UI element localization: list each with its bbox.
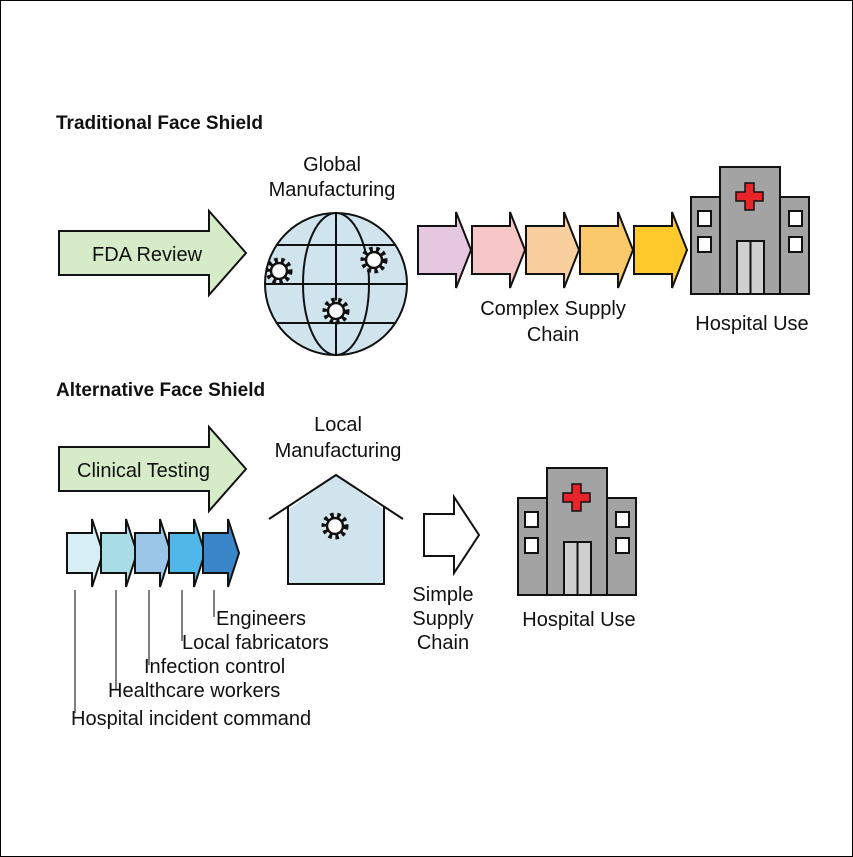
- stakeholder-arrow-1: [66, 518, 105, 588]
- stakeholder-label-hospital-incident-command: Hospital incident command: [71, 708, 311, 730]
- fda-review-label: FDA Review: [92, 244, 203, 266]
- supply-arrow-3: [525, 211, 581, 289]
- red-cross-icon: [735, 182, 764, 211]
- gear-icon: [326, 301, 347, 322]
- stakeholder-arrow-2: [100, 518, 139, 588]
- stakeholder-leader-lines: [74, 590, 215, 713]
- hospital-use-label-1: Hospital Use: [695, 313, 808, 335]
- stakeholder-label-infection-control: Infection control: [144, 656, 285, 678]
- local-label-line1: Local: [314, 414, 362, 436]
- fda-review-arrow: FDA Review: [58, 208, 248, 298]
- supply-arrow-2: [471, 211, 527, 289]
- simple-supply-label-line2: Supply: [412, 608, 473, 630]
- stakeholder-arrow-5: [202, 518, 241, 588]
- stakeholder-arrows: [66, 518, 241, 588]
- simple-supply-chain-arrow: [423, 493, 481, 577]
- global-label-line2: Manufacturing: [269, 179, 396, 201]
- complex-supply-label-line1: Complex Supply: [480, 298, 626, 320]
- clinical-testing-label: Clinical Testing: [77, 460, 210, 482]
- hospital-building-icon: [690, 166, 810, 295]
- supply-arrow-5: [633, 211, 689, 289]
- supply-arrow-1: [417, 211, 473, 289]
- supply-arrow-4: [579, 211, 635, 289]
- gear-icon: [269, 261, 290, 282]
- red-cross-icon: [562, 483, 591, 512]
- simple-supply-label-line1: Simple: [412, 584, 473, 606]
- stakeholder-label-healthcare-workers: Healthcare workers: [108, 680, 280, 702]
- local-label-line2: Manufacturing: [275, 440, 402, 462]
- hospital-building-icon: [517, 467, 637, 596]
- global-label-line1: Global: [303, 154, 361, 176]
- traditional-heading: Traditional Face Shield: [56, 113, 263, 134]
- clinical-testing-arrow: Clinical Testing: [58, 424, 248, 514]
- hospital-use-label-2: Hospital Use: [522, 609, 635, 631]
- gear-icon: [364, 250, 385, 271]
- stakeholder-label-engineers: Engineers: [216, 608, 306, 630]
- stakeholder-label-local-fabricators: Local fabricators: [182, 632, 329, 654]
- complex-supply-chain-arrows: [417, 211, 689, 289]
- gear-icon: [325, 516, 346, 537]
- alternative-heading: Alternative Face Shield: [56, 380, 265, 401]
- stakeholder-arrow-4: [168, 518, 207, 588]
- stakeholder-arrow-3: [134, 518, 173, 588]
- simple-supply-label-line3: Chain: [417, 632, 469, 654]
- globe-icon: [264, 212, 408, 356]
- complex-supply-label-line2: Chain: [527, 324, 579, 346]
